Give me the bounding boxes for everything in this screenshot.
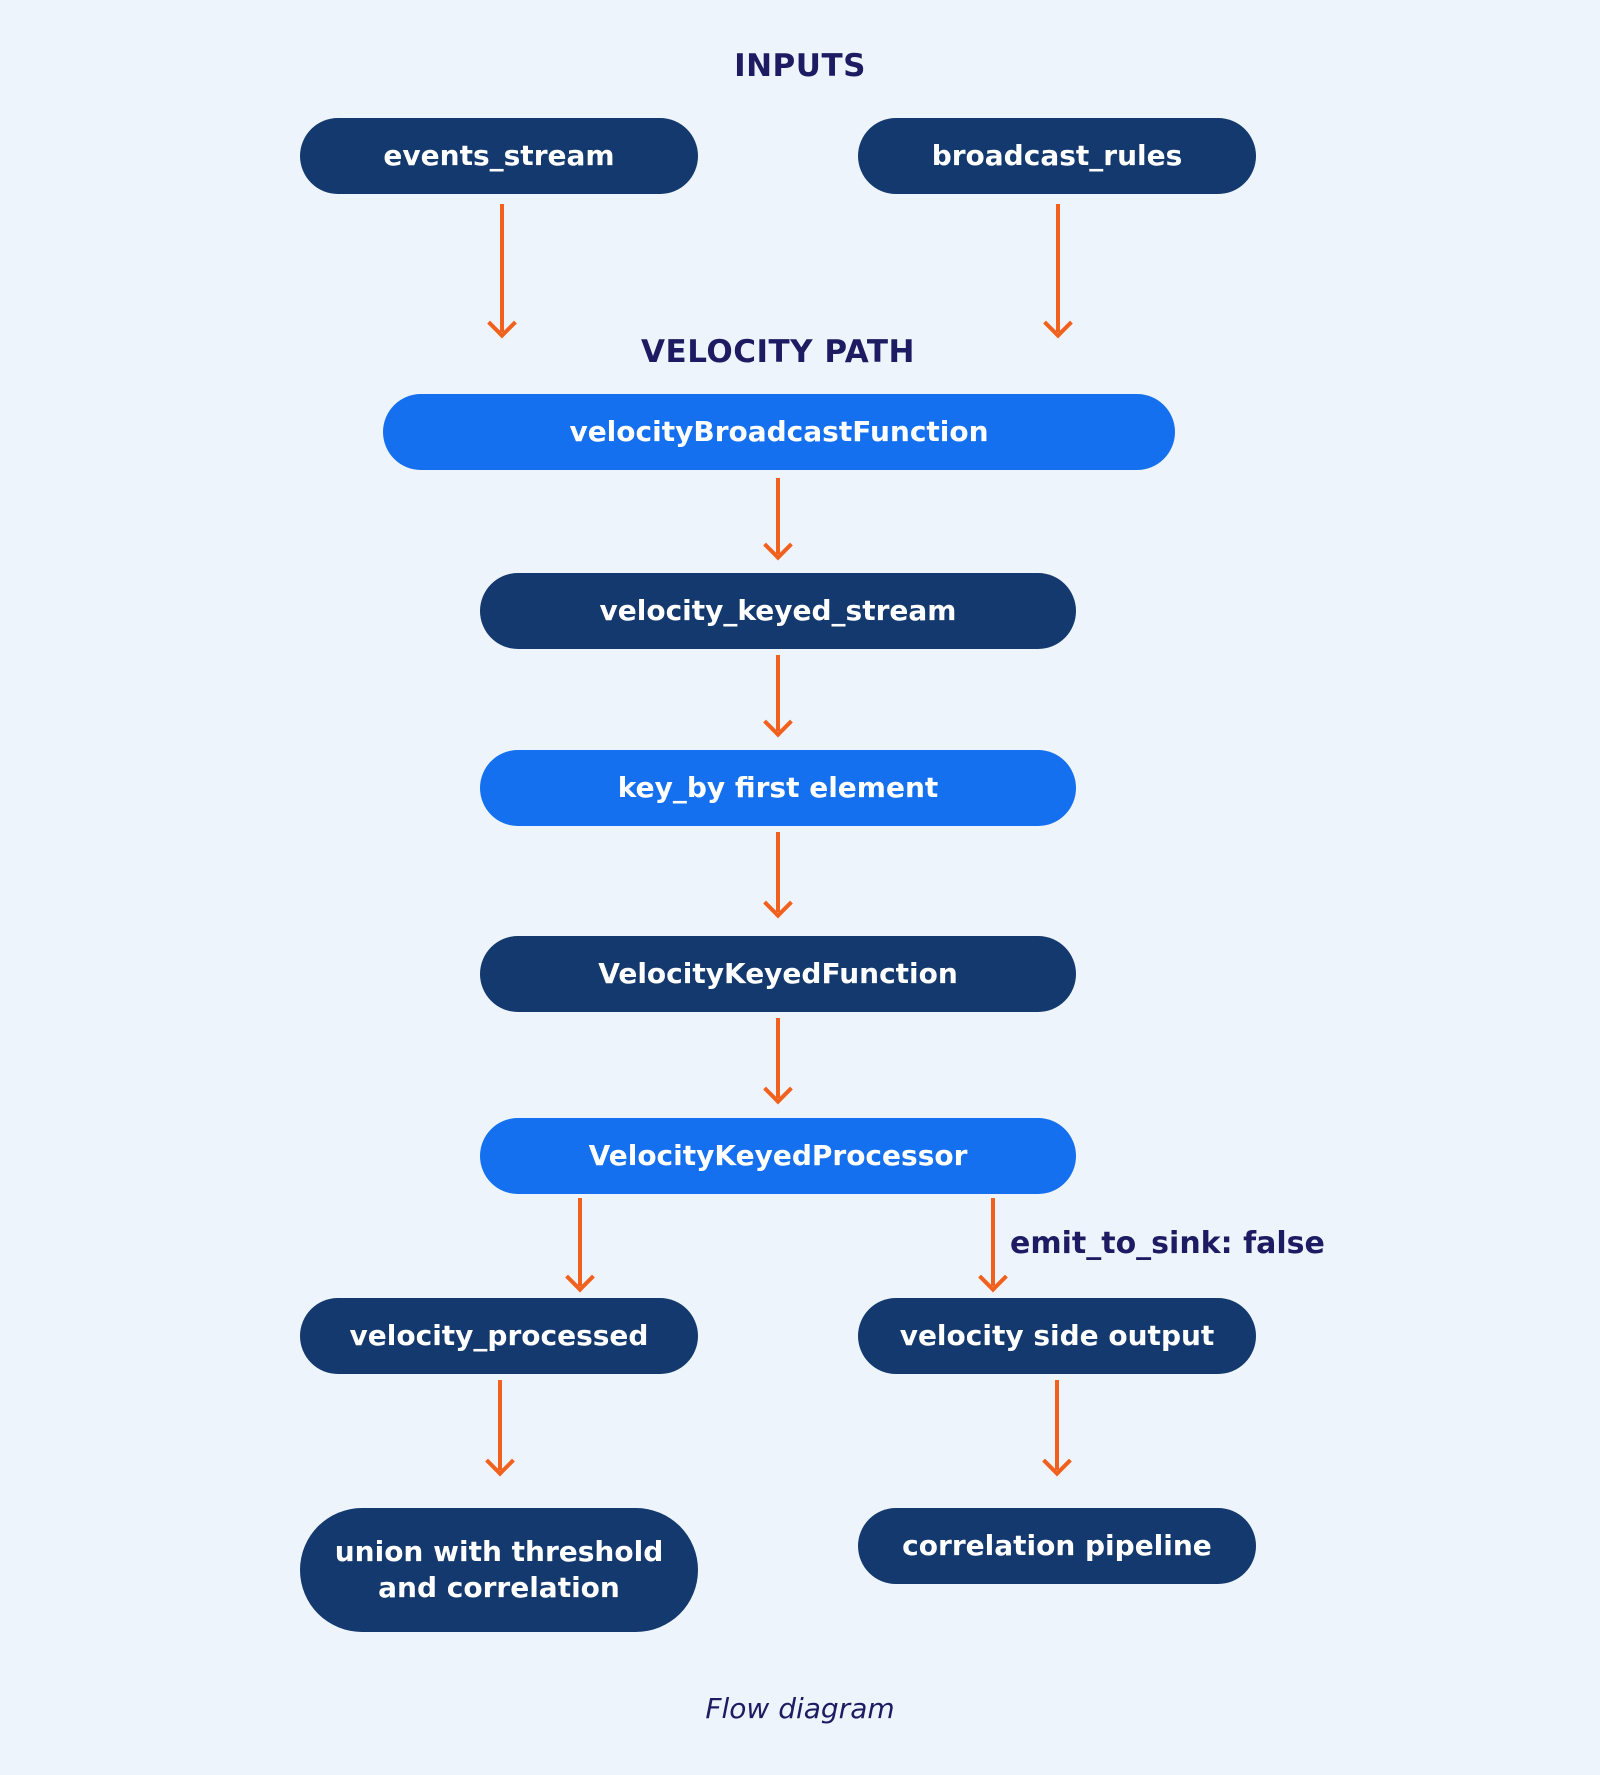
arrow-key-by-down [776,832,780,912]
emit-to-sink-label: emit_to_sink: false [1010,1226,1325,1261]
node-velocity-keyed-stream: velocity_keyed_stream [480,573,1076,649]
node-events-stream: events_stream [300,118,698,194]
node-correlation-pipeline: correlation pipeline [858,1508,1256,1584]
arrow-side-output-down [1055,1380,1059,1470]
arrow-processor-to-velocity-processed [578,1198,582,1286]
inputs-heading: INPUTS [734,48,866,84]
arrow-broadcast-function-down [776,478,780,554]
node-key-by-first-element: key_by first element [480,750,1076,826]
arrow-keyed-function-down [776,1018,780,1098]
arrow-events-stream-down [500,204,504,332]
node-velocity-side-output: velocity side output [858,1298,1256,1374]
arrow-processor-to-side-output [991,1198,995,1286]
node-velocity-keyed-processor: VelocityKeyedProcessor [480,1118,1076,1194]
node-broadcast-rules: broadcast_rules [858,118,1256,194]
arrow-velocity-processed-down [498,1380,502,1470]
arrow-broadcast-rules-down [1056,204,1060,332]
diagram-caption: Flow diagram [705,1692,895,1725]
velocity-path-heading: VELOCITY PATH [641,334,915,370]
node-velocity-processed: velocity_processed [300,1298,698,1374]
node-union-with-threshold-and-correlation: union with threshold and correlation [300,1508,698,1632]
node-velocity-broadcast-function: velocityBroadcastFunction [383,394,1175,470]
node-velocity-keyed-function: VelocityKeyedFunction [480,936,1076,1012]
arrow-keyed-stream-down [776,655,780,731]
